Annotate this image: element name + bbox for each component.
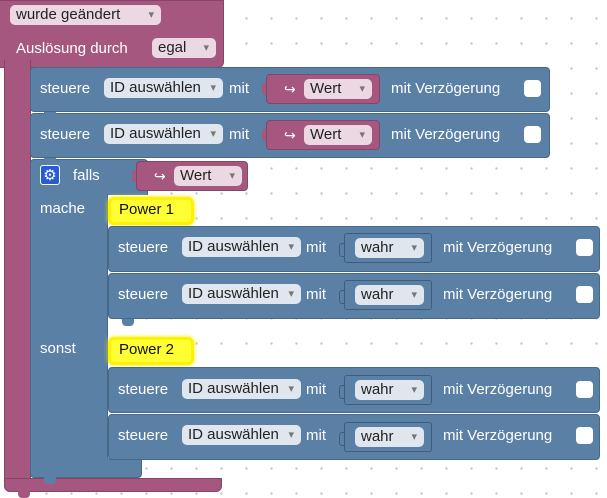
with-label: mit xyxy=(306,239,326,256)
block-notch xyxy=(122,319,134,326)
bool-dropdown[interactable]: wahr xyxy=(355,285,424,305)
control-label-1: steuere xyxy=(40,80,91,97)
comment-power-2[interactable]: Power 2 xyxy=(108,337,194,365)
delay-checkbox[interactable] xyxy=(576,381,593,398)
id-select-1[interactable]: ID auswählen xyxy=(104,78,223,98)
control-label: steuere xyxy=(118,427,169,444)
value-dropdown-2[interactable]: Wert xyxy=(304,125,372,145)
with-label-2: mit xyxy=(229,126,249,143)
delay-label: mit Verzögerung xyxy=(443,427,553,444)
delay-checkbox[interactable] xyxy=(576,427,593,444)
id-select[interactable]: ID auswählen xyxy=(182,425,301,445)
block-notch xyxy=(44,112,56,119)
value-dropdown-1[interactable]: Wert xyxy=(304,79,372,99)
trigger-block-footer[interactable] xyxy=(4,478,222,492)
control-label: steuere xyxy=(118,286,169,303)
variable-arrow-icon: ↪ xyxy=(154,168,166,184)
delay-label-1: mit Verzögerung xyxy=(391,80,501,97)
socket-1 xyxy=(262,83,266,95)
cause-dropdown[interactable]: egal xyxy=(152,38,216,58)
control-label: steuere xyxy=(118,239,169,256)
trigger-block-spine[interactable] xyxy=(4,60,31,480)
delay-checkbox[interactable] xyxy=(576,239,593,256)
id-select-2[interactable]: ID auswählen xyxy=(104,124,223,144)
condition-value-dropdown[interactable]: Wert xyxy=(174,166,242,186)
id-select[interactable]: ID auswählen xyxy=(182,284,301,304)
else-label: sonst xyxy=(40,340,76,357)
bool-dropdown[interactable]: wahr xyxy=(355,238,424,258)
event-dropdown[interactable]: wurde geändert xyxy=(10,5,161,25)
with-label: mit xyxy=(306,427,326,444)
id-select[interactable]: ID auswählen xyxy=(182,379,301,399)
control-label-2: steuere xyxy=(40,126,91,143)
delay-label-2: mit Verzögerung xyxy=(391,126,501,143)
delay-label: mit Verzögerung xyxy=(443,239,553,256)
id-select[interactable]: ID auswählen xyxy=(182,237,301,257)
condition-socket xyxy=(132,170,136,182)
block-notch xyxy=(18,491,30,498)
block-notch xyxy=(122,460,134,467)
cause-label: Auslösung durch xyxy=(16,40,128,57)
if-label: falls xyxy=(73,167,100,184)
with-label: mit xyxy=(306,286,326,303)
control-label: steuere xyxy=(118,381,169,398)
delay-checkbox-1[interactable] xyxy=(524,80,541,97)
delay-label: mit Verzögerung xyxy=(443,381,553,398)
bool-dropdown[interactable]: wahr xyxy=(355,380,424,400)
delay-checkbox[interactable] xyxy=(576,286,593,303)
bool-dropdown[interactable]: wahr xyxy=(355,427,424,447)
with-label: mit xyxy=(306,381,326,398)
then-label: mache xyxy=(40,200,86,217)
comment-power-1[interactable]: Power 1 xyxy=(108,197,194,225)
gear-icon[interactable]: ⚙ xyxy=(40,165,60,185)
delay-label: mit Verzögerung xyxy=(443,286,553,303)
delay-checkbox-2[interactable] xyxy=(524,126,541,143)
variable-arrow-icon: ↪ xyxy=(284,81,296,97)
variable-arrow-icon: ↪ xyxy=(284,127,296,143)
socket-2 xyxy=(262,129,266,141)
if-block-footer[interactable] xyxy=(30,458,142,478)
if-block-spine[interactable] xyxy=(30,194,108,476)
block-notch xyxy=(44,477,56,484)
block-notch xyxy=(44,158,56,165)
with-label-1: mit xyxy=(229,80,249,97)
